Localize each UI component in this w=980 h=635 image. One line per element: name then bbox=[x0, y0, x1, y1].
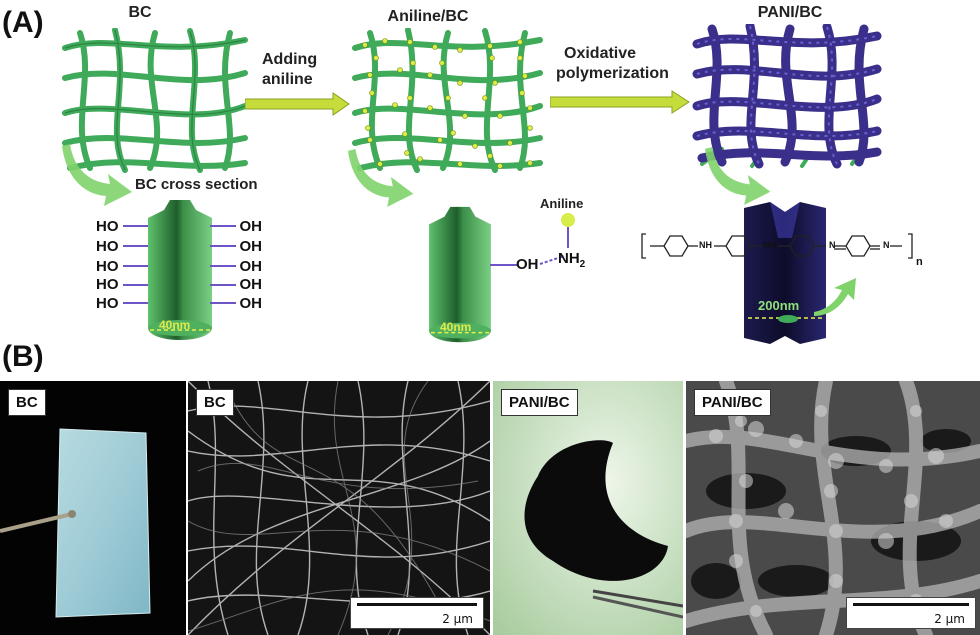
pani-bc-sem-texture bbox=[686, 381, 980, 635]
scalebar-4-text: 2 μm bbox=[934, 612, 965, 626]
ho-label: HO bbox=[96, 294, 119, 312]
oh-label: OH bbox=[239, 237, 263, 255]
arrow-adding-aniline-icon bbox=[245, 92, 350, 116]
photo-pani-bc-sem: PANI/BC 2 μm bbox=[686, 381, 980, 635]
nh-text: NH bbox=[558, 250, 580, 267]
oh-label: OH bbox=[239, 217, 263, 235]
curved-arrow-up-icon bbox=[814, 278, 856, 316]
cross-section-label: BC cross section bbox=[135, 176, 258, 193]
pani-bc-fiber-cross-section bbox=[744, 202, 826, 344]
fiber3-width-label: 200nm bbox=[758, 298, 800, 313]
oh-labels: OH OH OH OH OH bbox=[210, 216, 262, 313]
oh-bond-line bbox=[490, 264, 518, 266]
stage-title-pani-bc: PANI/BC bbox=[757, 4, 823, 21]
photo1-tag: BC bbox=[8, 389, 46, 416]
pani-n1-label: N bbox=[829, 240, 836, 250]
aniline-label: Aniline bbox=[540, 196, 584, 211]
fiber2-width-label: 40nm bbox=[440, 320, 472, 334]
pani-nh2-label: NH bbox=[763, 240, 776, 250]
oh-label: OH bbox=[239, 257, 263, 275]
bc-sem-fibers bbox=[188, 381, 490, 635]
panel-b-label: (B) bbox=[2, 340, 44, 373]
arrow2-line2: polymerization bbox=[556, 65, 669, 82]
arrow2-line1: Oxidative bbox=[564, 45, 637, 62]
scalebar-line bbox=[853, 603, 969, 606]
ho-label: HO bbox=[96, 217, 119, 235]
arrow1-line2: aniline bbox=[262, 71, 313, 88]
panel-a-label: (A) bbox=[2, 6, 44, 39]
nh2-subscript: 2 bbox=[579, 259, 586, 270]
fiber1-width-label: 40nm bbox=[159, 318, 191, 332]
bc-sample-illustration bbox=[0, 428, 151, 618]
scalebar-4: 2 μm bbox=[846, 597, 976, 629]
photo-bc-sem: BC 2 μm bbox=[188, 381, 490, 635]
oh-label: OH bbox=[239, 294, 263, 312]
pani-bc-network-illustration bbox=[692, 24, 882, 169]
photo4-tag: PANI/BC bbox=[694, 389, 771, 416]
pani-nh1-label: NH bbox=[699, 240, 712, 250]
ho-label: HO bbox=[96, 237, 119, 255]
pani-n-subscript: n bbox=[916, 256, 923, 268]
curved-arrow-down-2-icon bbox=[348, 149, 414, 207]
aniline-molecule-icon bbox=[539, 213, 575, 265]
arrow1-line1: Adding bbox=[262, 51, 318, 68]
curved-arrow-down-1-icon bbox=[62, 144, 132, 206]
nh2-label: NH2 bbox=[558, 250, 585, 270]
bc-fiber-cross-section bbox=[148, 200, 212, 340]
photo2-tag: BC bbox=[196, 389, 234, 416]
stage-title-bc: BC bbox=[128, 4, 152, 21]
scalebar-2: 2 μm bbox=[350, 597, 484, 629]
aniline-bc-fiber-cross-section bbox=[429, 206, 491, 343]
aniline-bc-network-illustration bbox=[352, 28, 543, 173]
ho-label: HO bbox=[96, 276, 119, 293]
arrow2-label: Oxidative polymerization bbox=[556, 44, 669, 84]
oh-label: OH bbox=[239, 276, 263, 293]
curved-arrow-down-3-icon bbox=[705, 147, 771, 205]
photo-bc-sample: BC bbox=[0, 381, 186, 635]
oh-label-2: OH bbox=[516, 256, 539, 273]
bc-network-illustration bbox=[62, 28, 248, 173]
pani-n2-label: N bbox=[883, 240, 890, 250]
arrow-oxidative-polymerization-icon bbox=[550, 90, 690, 114]
scalebar-line bbox=[357, 603, 477, 606]
pani-bc-sample-illustration bbox=[493, 381, 683, 635]
photo-pani-bc-sample: PANI/BC bbox=[493, 381, 683, 635]
photo3-tag: PANI/BC bbox=[501, 389, 578, 416]
stage-title-aniline-bc: Aniline/BC bbox=[387, 8, 469, 25]
ho-label: HO bbox=[96, 257, 119, 275]
scalebar-2-text: 2 μm bbox=[442, 612, 473, 626]
ho-labels: HO HO HO HO HO bbox=[96, 216, 148, 313]
arrow1-label: Adding aniline bbox=[262, 50, 317, 90]
pani-polymer-structure bbox=[641, 233, 913, 259]
